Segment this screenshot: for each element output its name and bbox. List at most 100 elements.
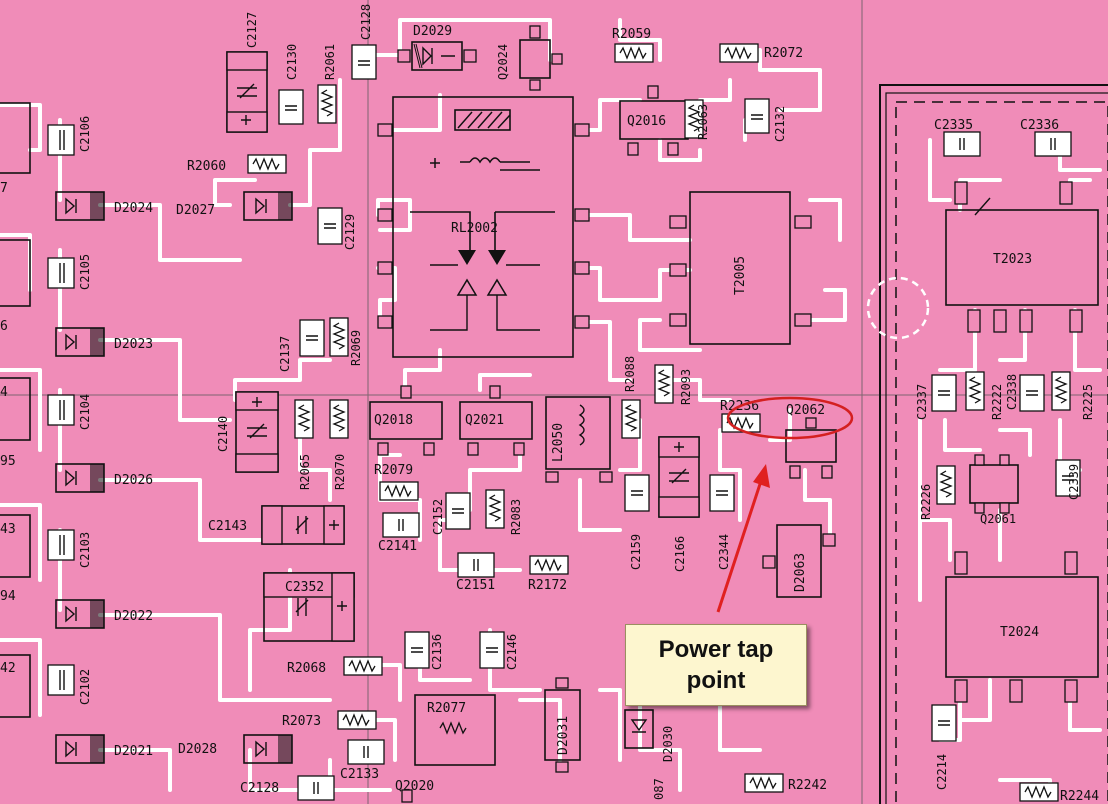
diode-d2021 — [55, 734, 105, 764]
transistor-q2062 — [785, 417, 837, 479]
label-c2151: C2151 — [456, 578, 495, 593]
label-edge-42: 42 — [0, 661, 16, 676]
label-r2093: R2093 — [679, 369, 693, 405]
arrow-icon — [716, 464, 770, 613]
label-c2127: C2127 — [245, 12, 259, 48]
power-tap-callout: Power tap point — [625, 624, 807, 706]
label-q2016: Q2016 — [627, 114, 666, 129]
label-r2226: R2226 — [919, 484, 933, 520]
label-r2060: R2060 — [187, 159, 226, 174]
inductor-l2050 — [545, 396, 613, 483]
transistor-q2018 — [369, 385, 443, 456]
label-r2069: R2069 — [349, 330, 363, 366]
small-capacitors — [47, 44, 1081, 801]
label-c2344: C2344 — [717, 534, 731, 570]
label-d2027: D2027 — [176, 203, 215, 218]
transistor-q2061 — [969, 454, 1019, 514]
label-edge-6: 6 — [0, 319, 8, 334]
label-c2104: C2104 — [78, 394, 92, 430]
label-c2129: C2129 — [343, 214, 357, 250]
relay-rl2002 — [377, 96, 590, 358]
label-d2024: D2024 — [114, 201, 153, 216]
transformer-t2023 — [945, 181, 1099, 333]
label-edge-94: 94 — [0, 589, 16, 604]
label-t2005: T2005 — [733, 256, 748, 295]
label-c2214: C2214 — [935, 754, 949, 790]
label-r2079: R2079 — [374, 463, 413, 478]
shield-frame — [866, 84, 1108, 804]
label-q2020: Q2020 — [395, 779, 434, 794]
label-d2029: D2029 — [413, 24, 452, 39]
label-r2172: R2172 — [528, 578, 567, 593]
diode-d2027 — [243, 191, 293, 221]
label-c2132: C2132 — [773, 106, 787, 142]
label-r2065: R2065 — [298, 454, 312, 490]
diode-d2024 — [55, 191, 105, 221]
label-d2030: D2030 — [661, 726, 675, 762]
label-r2072: R2072 — [764, 46, 803, 61]
capacitor-c2352 — [263, 572, 355, 642]
label-r2222: R2222 — [990, 384, 1004, 420]
label-r2083: R2083 — [509, 499, 523, 535]
label-q2021: Q2021 — [465, 413, 504, 428]
label-q2018: Q2018 — [374, 413, 413, 428]
label-d2021: D2021 — [114, 744, 153, 759]
label-c2146: C2146 — [505, 634, 519, 670]
transistor-q2021 — [459, 385, 533, 456]
label-c2136: C2136 — [430, 634, 444, 670]
label-r2063: R2063 — [696, 104, 710, 140]
label-t2023: T2023 — [993, 252, 1032, 267]
label-t2024: T2024 — [1000, 625, 1039, 640]
label-d2026: D2026 — [114, 473, 153, 488]
label-c2352: C2352 — [285, 580, 324, 595]
capacitor-c2143 — [261, 505, 345, 545]
label-c2152: C2152 — [431, 499, 445, 535]
highlight-ellipse — [726, 396, 854, 440]
label-c2337: C2337 — [915, 384, 929, 420]
label-d2028: D2028 — [178, 742, 217, 757]
diode-d2023 — [55, 327, 105, 357]
label-rl2002: RL2002 — [451, 221, 498, 236]
label-r2059: R2059 — [612, 27, 651, 42]
label-l2050: L2050 — [551, 423, 566, 462]
label-d2063: D2063 — [793, 553, 808, 592]
capacitor-c2166 — [658, 436, 700, 518]
diode-d2029 — [397, 41, 477, 71]
label-c2102: C2102 — [78, 669, 92, 705]
label-r2068: R2068 — [287, 661, 326, 676]
label-r2225: R2225 — [1081, 384, 1095, 420]
copper-traces — [0, 18, 1102, 797]
label-c2130: C2130 — [285, 44, 299, 80]
diode-d2063 — [762, 524, 836, 598]
label-d2023: D2023 — [114, 337, 153, 352]
label-c2103: C2103 — [78, 532, 92, 568]
transformer-t2005 — [669, 191, 812, 345]
label-edge-7: 7 — [0, 181, 8, 196]
label-c2141: C2141 — [378, 539, 417, 554]
label-q2024: Q2024 — [496, 44, 510, 80]
label-c2336: C2336 — [1020, 118, 1059, 133]
label-c2143: C2143 — [208, 519, 247, 534]
label-c2137: C2137 — [278, 336, 292, 372]
diode-d2030 — [624, 709, 654, 749]
label-r2073: R2073 — [282, 714, 321, 729]
label-c2133: C2133 — [340, 767, 379, 782]
label-c2338: C2338 — [1005, 374, 1019, 410]
label-q2062: Q2062 — [786, 403, 825, 418]
diode-d2026 — [55, 463, 105, 493]
label-edge-087: 087 — [652, 778, 666, 800]
label-r2244: R2244 — [1060, 789, 1099, 804]
label-c2166: C2166 — [673, 536, 687, 572]
label-edge-4: 4 — [0, 385, 8, 400]
capacitor-c2127 — [226, 51, 268, 133]
label-d2031: D2031 — [556, 716, 571, 755]
resistor-r2077 — [414, 694, 496, 766]
diode-d2028 — [243, 734, 293, 764]
label-r2088: R2088 — [623, 356, 637, 392]
label-r2242: R2242 — [788, 778, 827, 793]
label-r2077: R2077 — [427, 701, 466, 716]
label-c2128: C2128 — [240, 781, 279, 796]
label-edge-43: 43 — [0, 522, 16, 537]
